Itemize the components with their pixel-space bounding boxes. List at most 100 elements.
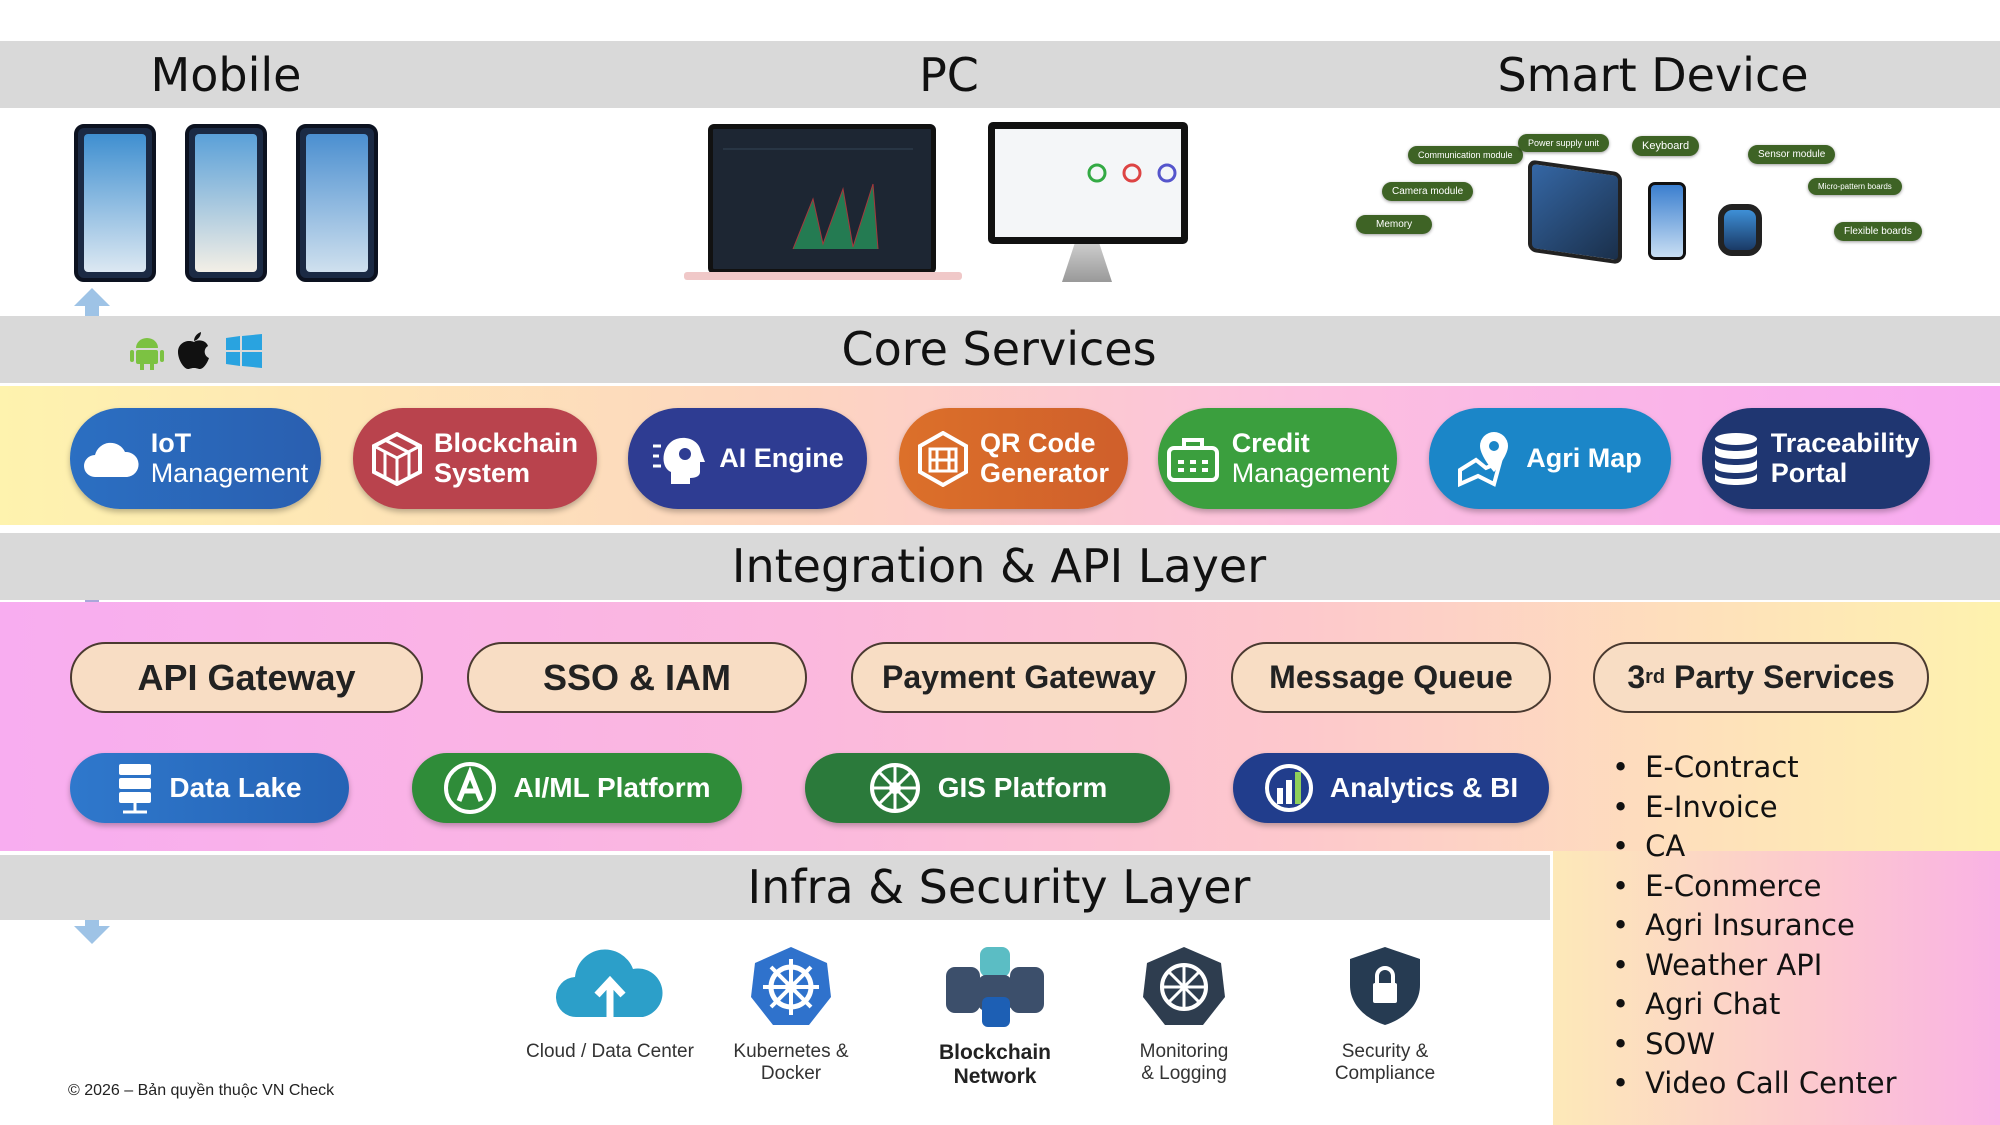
platform-gis[interactable]: GIS Platform	[805, 753, 1170, 823]
integration-title: Integration & API Layer	[731, 539, 1267, 593]
infra-monitoring-logging: Monitoring& Logging	[1094, 945, 1274, 1085]
apple-icon	[178, 332, 209, 369]
chip-label: Sensor module	[1748, 145, 1836, 164]
payment-gateway-button[interactable]: Payment Gateway	[851, 642, 1187, 713]
android-icon	[130, 338, 164, 370]
map-pin-icon	[1458, 431, 1509, 487]
smart-device-title: Smart Device	[1497, 48, 1809, 102]
database-icon	[1714, 432, 1757, 485]
infra-label: Security &	[1341, 1041, 1429, 1062]
chip-label: Memory	[1356, 215, 1433, 234]
kubernetes-icon	[751, 947, 831, 1025]
monitor-dashboard	[988, 122, 1188, 244]
infra-label: Blockchain	[938, 1041, 1052, 1064]
service-ai-engine[interactable]: AI Engine	[628, 408, 867, 509]
ai-head-icon	[653, 437, 706, 484]
analytics-chart-icon	[1264, 764, 1313, 812]
infra-kubernetes-docker: Kubernetes &Docker	[701, 945, 881, 1085]
api-gateway-button[interactable]: API Gateway	[70, 642, 423, 713]
infra-band	[0, 855, 1550, 920]
platform-data-lake[interactable]: Data Lake	[70, 753, 349, 823]
monitoring-icon	[1143, 947, 1225, 1025]
sso-iam-button[interactable]: SSO & IAM	[467, 642, 807, 713]
service-label: IoT	[150, 427, 192, 458]
label-sup: rd	[1645, 666, 1666, 688]
laptop-base	[684, 272, 962, 280]
chip-label: Keyboard	[1632, 136, 1700, 156]
windows-icon	[226, 334, 262, 368]
mobile-screenshot	[74, 124, 156, 282]
dashboard-chart-icon	[723, 148, 913, 250]
cloud-icon	[83, 442, 139, 477]
service-label: QR Code	[979, 427, 1096, 458]
infra-label: Compliance	[1334, 1063, 1436, 1084]
cloud-upload-icon	[555, 949, 663, 1025]
infra-label: Network	[953, 1065, 1037, 1088]
list-item: E-Contract	[1612, 748, 1897, 788]
infra-label: Kubernetes &	[733, 1041, 849, 1062]
list-item: Agri Insurance	[1612, 906, 1897, 946]
copyright: © 2026 – Bản quyền thuộc VN Check	[68, 1082, 335, 1099]
infra-label: & Logging	[1141, 1063, 1227, 1084]
mobile-screenshot	[296, 124, 378, 282]
integration-band	[0, 533, 2000, 600]
shield-lock-icon	[1350, 947, 1420, 1025]
infra-cloud-data-center: Cloud / Data Center	[520, 945, 700, 1063]
server-icon	[119, 764, 152, 814]
list-item: E-Invoice	[1612, 788, 1897, 828]
platform-label: Data Lake	[169, 772, 302, 803]
qr-cube-icon	[917, 430, 968, 487]
service-label: AI Engine	[719, 442, 844, 473]
platform-label: Analytics & BI	[1329, 772, 1519, 803]
service-label: Agri Map	[1526, 442, 1642, 473]
chip-label: Micro-pattern boards	[1808, 178, 1902, 195]
service-label: Traceability	[1770, 427, 1920, 458]
core-services-band	[0, 316, 2000, 383]
infra-label: Monitoring	[1139, 1041, 1229, 1062]
list-item: SOW	[1612, 1025, 1897, 1065]
label-base: 3	[1627, 659, 1646, 695]
core-services-title: Core Services	[841, 322, 1157, 376]
service-label: Blockchain	[433, 427, 579, 458]
infra-label: Cloud / Data Center	[526, 1041, 694, 1062]
list-item: E-Conmerce	[1612, 867, 1897, 907]
service-label: Management	[1231, 457, 1390, 488]
infra-title: Infra & Security Layer	[747, 860, 1251, 914]
platform-label: AI/ML Platform	[513, 772, 711, 803]
chip-label: Communication module	[1408, 146, 1523, 164]
header-band	[0, 41, 2000, 108]
blockchain-network-icon	[946, 947, 1044, 1027]
infra-security-compliance: Security &Compliance	[1295, 945, 1475, 1085]
smartphone-image	[1648, 182, 1686, 260]
message-queue-button[interactable]: Message Queue	[1231, 642, 1551, 713]
infra-label: Docker	[760, 1063, 822, 1084]
third-party-list: E-Contract E-Invoice CA E-Conmerce Agri …	[1612, 748, 1897, 1104]
platform-analytics-bi[interactable]: Analytics & BI	[1233, 753, 1549, 823]
briefcase-icon	[1166, 437, 1219, 482]
chip-label: Camera module	[1382, 182, 1474, 201]
service-label: Portal	[1770, 457, 1848, 488]
service-label: Generator	[979, 457, 1110, 488]
service-label: Credit	[1231, 427, 1310, 458]
service-label: System	[433, 457, 531, 488]
mobile-title: Mobile	[150, 48, 302, 102]
laptop-dashboard	[708, 124, 936, 274]
monitor-stand	[1062, 244, 1112, 282]
list-item: Video Call Center	[1612, 1064, 1896, 1104]
blockchain-cube-icon	[371, 431, 422, 486]
service-agri-map[interactable]: Agri Map	[1429, 408, 1671, 509]
globe-wheel-icon	[869, 763, 920, 813]
platform-ai-ml[interactable]: AI/ML Platform	[412, 753, 742, 823]
chip-label: Flexible boards	[1834, 222, 1922, 241]
mobile-screenshot	[185, 124, 267, 282]
platform-label: GIS Platform	[937, 772, 1108, 803]
list-item: Weather API	[1612, 946, 1897, 986]
tablet-image	[1528, 159, 1622, 265]
